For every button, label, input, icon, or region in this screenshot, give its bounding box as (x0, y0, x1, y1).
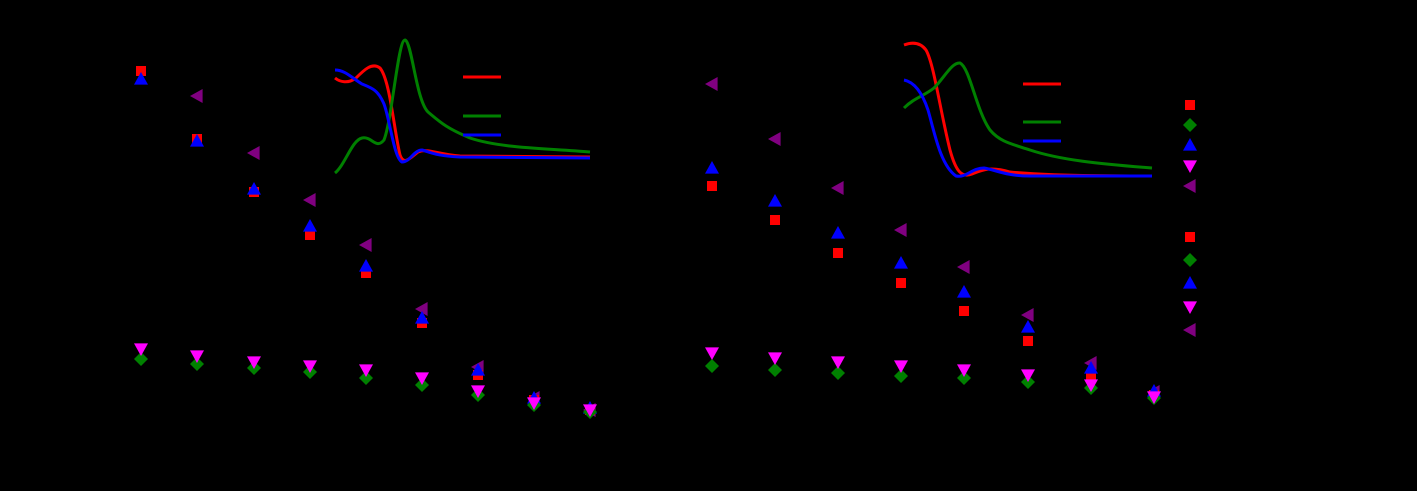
triangle-up-marker (471, 363, 485, 376)
diamond-marker (768, 363, 782, 377)
triangle-down-marker (527, 397, 541, 410)
diamond-marker (190, 357, 204, 371)
square-marker (1185, 232, 1195, 242)
triangle-up-marker (247, 182, 261, 195)
square-marker (770, 215, 780, 225)
diamond-marker (1183, 118, 1197, 132)
triangle-left-marker (415, 302, 428, 316)
triangle-down-marker (1147, 391, 1161, 404)
triangle-left-marker (705, 77, 718, 91)
triangle-down-marker (957, 364, 971, 377)
triangle-down-marker (894, 360, 908, 373)
triangle-down-marker (471, 385, 485, 398)
diamond-marker (705, 359, 719, 373)
triangle-up-marker (894, 256, 908, 269)
triangle-up-marker (768, 194, 782, 207)
inset-green-line (902, 61, 1153, 170)
triangle-up-marker (705, 161, 719, 174)
triangle-left-marker (831, 181, 844, 195)
triangle-down-marker (359, 364, 373, 377)
square-marker (1023, 336, 1033, 346)
triangle-left-marker (190, 89, 203, 103)
triangle-up-marker (1021, 320, 1035, 333)
diamond-marker (1183, 253, 1197, 267)
triangle-down-marker (705, 347, 719, 360)
triangle-left-marker (1021, 308, 1034, 322)
triangle-up-marker (957, 285, 971, 298)
triangle-down-marker (1084, 379, 1098, 392)
square-marker (1185, 100, 1195, 110)
inset-red-line (903, 41, 1153, 178)
triangle-left-marker (359, 238, 372, 252)
square-marker (1086, 371, 1096, 381)
triangle-left-marker (1183, 179, 1196, 193)
triangle-down-marker (134, 343, 148, 356)
square-marker (896, 278, 906, 288)
left-inset-line-chart (333, 38, 591, 175)
square-marker (959, 306, 969, 316)
inset-red-line (334, 64, 591, 162)
inset-blue-line (334, 68, 591, 164)
triangle-up-marker (831, 226, 845, 239)
square-marker (361, 268, 371, 278)
triangle-up-marker (1084, 361, 1098, 374)
right-inset-line-chart (902, 41, 1153, 178)
triangle-down-marker (768, 352, 782, 365)
triangle-down-marker (583, 404, 597, 417)
square-marker (305, 230, 315, 240)
triangle-down-marker (303, 360, 317, 373)
right-scatter-panel (705, 77, 1161, 405)
triangle-down-marker (1183, 301, 1197, 314)
triangle-down-marker (247, 356, 261, 369)
diamond-marker (894, 369, 908, 383)
triangle-left-marker (957, 260, 970, 274)
triangle-up-marker (303, 219, 317, 232)
triangle-down-marker (1183, 160, 1197, 173)
triangle-down-marker (415, 372, 429, 385)
triangle-left-marker (894, 223, 907, 237)
inset-green-line (333, 38, 591, 175)
triangle-up-marker (359, 259, 373, 272)
diamond-marker (957, 371, 971, 385)
triangle-left-marker (247, 146, 260, 160)
diamond-marker (359, 371, 373, 385)
triangle-up-marker (415, 311, 429, 324)
left-scatter-panel (134, 66, 597, 419)
triangle-up-marker (1183, 276, 1197, 289)
triangle-down-marker (831, 356, 845, 369)
diamond-marker (134, 352, 148, 366)
square-marker (707, 181, 717, 191)
inset-blue-line (903, 78, 1152, 178)
triangle-down-marker (190, 350, 204, 363)
triangle-down-marker (1021, 369, 1035, 382)
diamond-marker (831, 366, 845, 380)
triangle-left-marker (303, 193, 316, 207)
triangle-up-marker (134, 72, 148, 85)
square-marker (833, 248, 843, 258)
triangle-up-marker (190, 134, 204, 147)
triangle-left-marker (1183, 323, 1196, 337)
triangle-left-marker (768, 132, 781, 146)
square-marker (136, 66, 146, 76)
triangle-up-marker (1183, 138, 1197, 151)
right-marker-legend (1183, 100, 1197, 337)
